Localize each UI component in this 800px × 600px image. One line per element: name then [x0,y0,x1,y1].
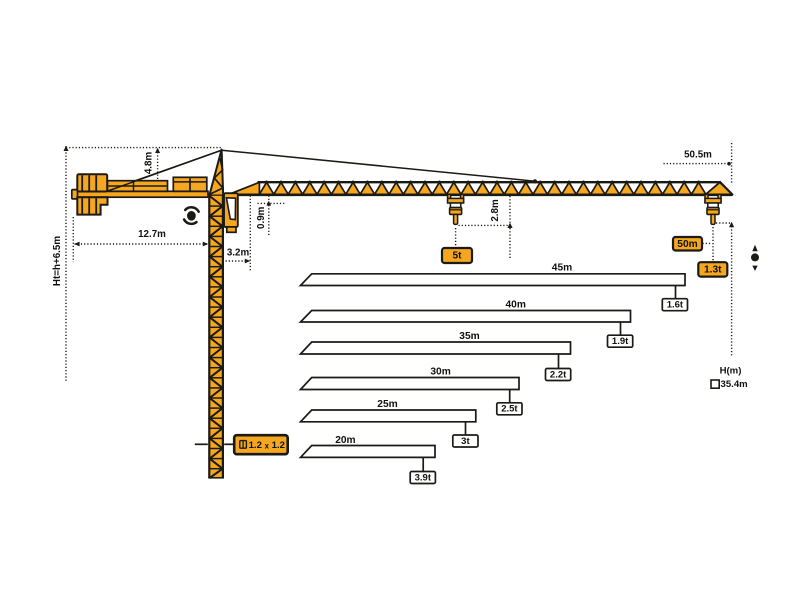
svg-text:40m: 40m [506,300,526,311]
svg-text:20m: 20m [335,435,355,446]
svg-text:2.5t: 2.5t [501,404,518,415]
svg-text:H(m): H(m) [720,366,742,377]
svg-text:50m: 50m [677,239,697,250]
svg-text:Ht=h+6.5m: Ht=h+6.5m [52,236,63,286]
svg-text:35m: 35m [459,331,479,342]
svg-text:1.6t: 1.6t [667,300,684,311]
svg-text:30m: 30m [430,367,450,378]
svg-text:35.4m: 35.4m [721,379,748,390]
svg-text:0.9m: 0.9m [256,206,267,229]
svg-text:25m: 25m [377,399,397,410]
svg-text:2.2t: 2.2t [550,369,567,380]
svg-text:1.3t: 1.3t [704,265,722,276]
svg-text:1.9t: 1.9t [612,336,629,347]
svg-text:50.5m: 50.5m [684,149,712,160]
svg-text:3t: 3t [461,436,470,447]
svg-text:3.9t: 3.9t [415,472,432,483]
svg-text:4.8m: 4.8m [144,152,155,175]
svg-text:1.2 x 1.2: 1.2 x 1.2 [249,440,285,451]
svg-text:12.7m: 12.7m [138,229,166,240]
svg-text:2.8m: 2.8m [490,199,501,222]
svg-text:45m: 45m [552,263,572,274]
svg-text:3.2m: 3.2m [227,248,250,259]
svg-text:5t: 5t [452,251,462,262]
